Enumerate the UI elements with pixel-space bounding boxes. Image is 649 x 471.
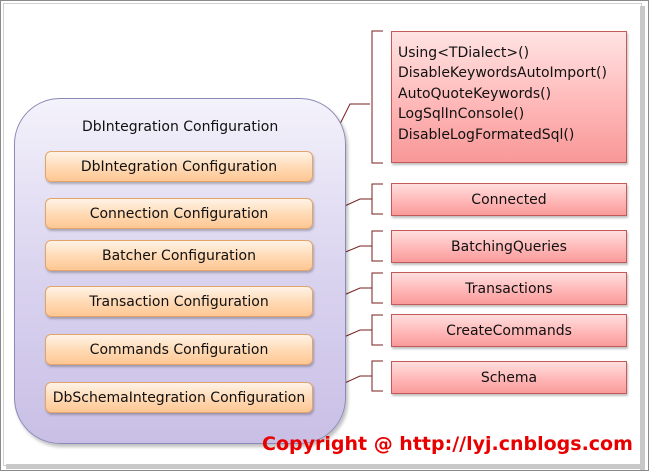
feature-connected: Connected xyxy=(391,183,627,216)
method-using: Using<TDialect>() xyxy=(398,45,530,61)
method-auto-quote-keywords: AutoQuoteKeywords() xyxy=(398,85,552,102)
config-batcher: Batcher Configuration xyxy=(45,240,313,271)
method-disable-log-formated-sql: DisableLogFormatedSql() xyxy=(398,126,575,143)
config-transaction: Transaction Configuration xyxy=(45,286,313,317)
config-dbschemaintegration: DbSchemaIntegration Configuration xyxy=(45,382,313,413)
method-disable-keywords-auto-import: DisableKeywordsAutoImport() xyxy=(398,65,607,82)
copyright-watermark: Copyright @ http://lyj.cnblogs.com xyxy=(262,433,633,455)
feature-batching-queries: BatchingQueries xyxy=(391,230,627,263)
bracket-methods xyxy=(371,30,383,164)
config-connection: Connection Configuration xyxy=(45,198,313,229)
bracket-batching xyxy=(371,230,383,262)
bracket-commands xyxy=(371,314,383,346)
frame-shadow-bottom xyxy=(6,464,645,469)
bracket-transactions xyxy=(371,272,383,304)
config-dbintegration: DbIntegration Configuration xyxy=(45,151,313,182)
bracket-schema xyxy=(371,360,383,392)
frame-shadow-right xyxy=(640,6,645,470)
feature-transactions: Transactions xyxy=(391,272,627,305)
methods-box: Using<TDialect>() DisableKeywordsAutoImp… xyxy=(391,31,627,163)
method-log-sql-in-console: LogSqlInConsole() xyxy=(398,106,525,123)
feature-create-commands: CreateCommands xyxy=(391,314,627,347)
feature-schema: Schema xyxy=(391,361,627,394)
group-title: DbIntegration Configuration xyxy=(82,119,279,135)
config-commands: Commands Configuration xyxy=(45,334,313,365)
bracket-connected xyxy=(371,183,383,215)
